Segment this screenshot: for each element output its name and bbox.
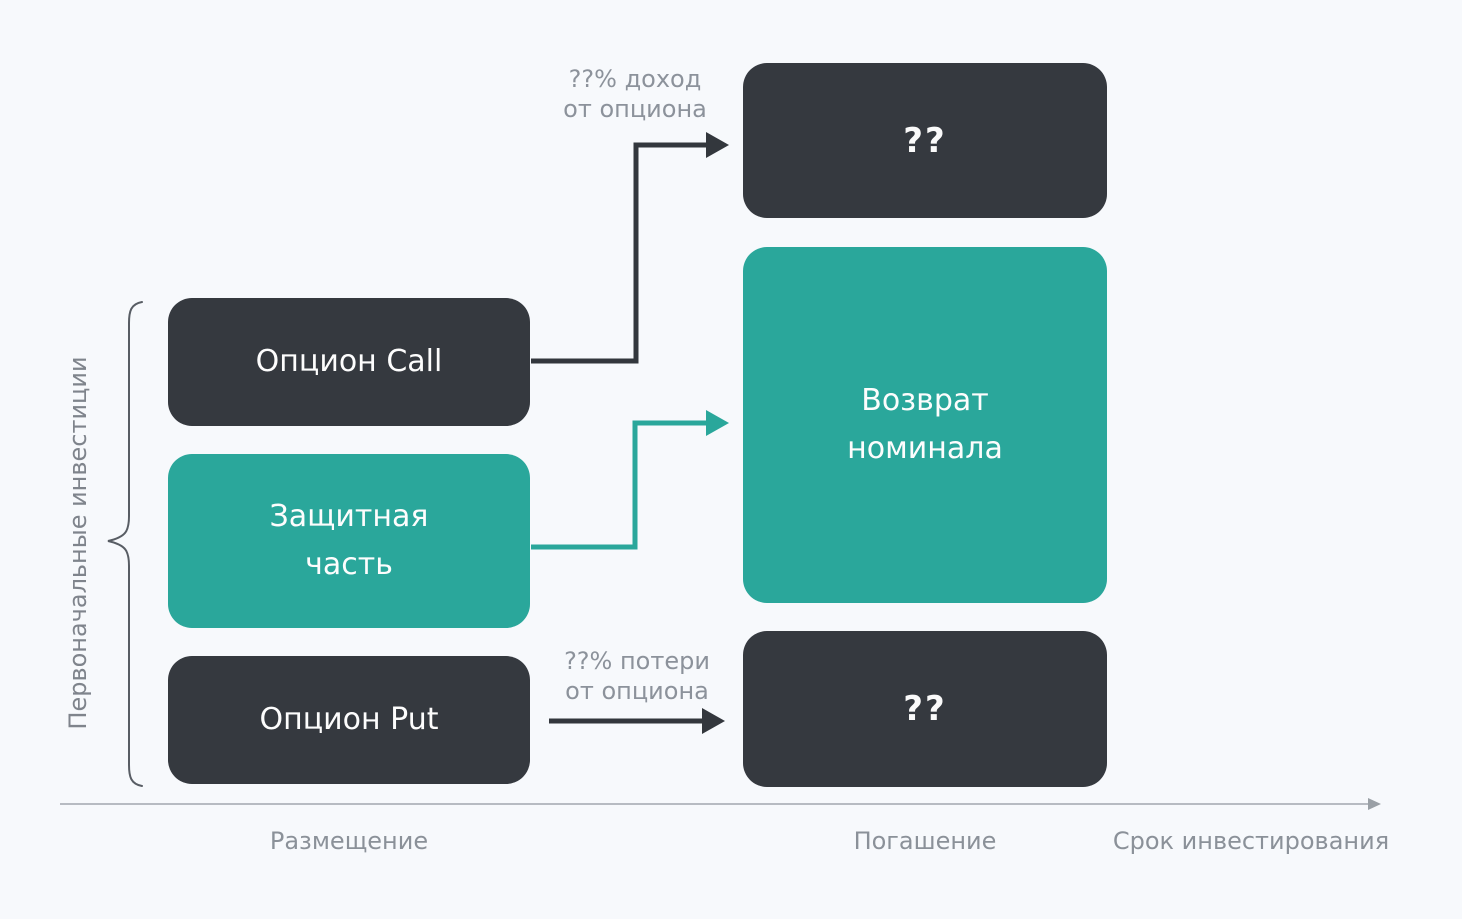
call-arrow-caption-line1: ??% доход — [568, 65, 702, 93]
unknown-loss-box: ?? — [743, 631, 1107, 787]
timeline-axis-arrow-icon — [1368, 798, 1381, 810]
option-put-label: Опцион Put — [259, 702, 439, 737]
protective-arrow-head-icon — [706, 410, 729, 436]
unknown-income-value: ?? — [903, 120, 947, 161]
protective-arrow-line — [531, 420, 706, 550]
nominal-return-label: Возврат номинала — [847, 383, 1003, 466]
put-arrow-caption-line1: ??% потери — [564, 647, 710, 675]
call-arrow-line — [531, 142, 706, 364]
unknown-income-box: ?? — [743, 63, 1107, 218]
timeline-label-term: Срок инвестирования — [1112, 827, 1390, 855]
initial-investment-label: Первоначальные инвестиции — [64, 356, 92, 730]
call-arrow-caption: ??% доход от опциона — [540, 64, 730, 124]
put-arrow-caption-line2: от опциона — [565, 677, 709, 705]
option-call-box: Опцион Call — [168, 298, 530, 426]
option-call-label: Опцион Call — [255, 344, 443, 379]
put-arrow-head-icon — [702, 708, 725, 734]
timeline-label-redemption: Погашение — [853, 827, 997, 855]
unknown-loss-value: ?? — [903, 689, 947, 729]
initial-investment-brace — [107, 301, 143, 787]
option-put-box: Опцион Put — [168, 656, 530, 784]
call-arrow-head-icon — [706, 132, 729, 158]
nominal-return-box: Возврат номинала — [743, 247, 1107, 603]
timeline-label-placement: Размещение — [269, 827, 429, 855]
put-arrow-caption: ??% потери от опциона — [542, 646, 732, 706]
protective-part-box: Защитная часть — [168, 454, 530, 628]
call-arrow-caption-line2: от опциона — [563, 95, 707, 123]
protective-part-label: Защитная часть — [269, 499, 429, 582]
